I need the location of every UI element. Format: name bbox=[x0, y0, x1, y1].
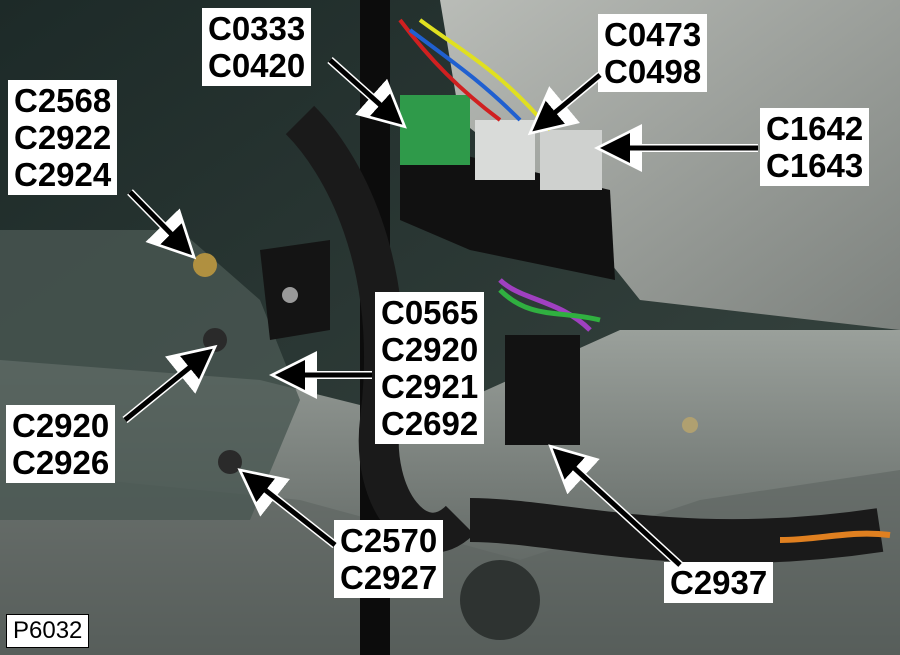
callout-line: C1642 bbox=[766, 110, 864, 147]
callout-line: C2692 bbox=[381, 405, 479, 442]
callout-line: C2924 bbox=[14, 156, 112, 193]
callout-line: C2937 bbox=[670, 564, 768, 601]
callout-line: C2920 bbox=[12, 407, 110, 444]
callout-c2568-c2922-c2924: C2568 C2922 C2924 bbox=[8, 80, 118, 195]
callout-c0565-group: C0565 C2920 C2921 C2692 bbox=[375, 292, 485, 444]
callout-line: C2570 bbox=[340, 522, 438, 559]
callout-line: C2927 bbox=[340, 559, 438, 596]
callout-line: C0473 bbox=[604, 16, 702, 53]
callout-c2920-c2926: C2920 C2926 bbox=[6, 405, 116, 483]
callout-line: C2568 bbox=[14, 82, 112, 119]
callout-line: C0420 bbox=[208, 47, 306, 84]
callout-c0473-c0498: C0473 C0498 bbox=[598, 14, 708, 92]
callout-line: C0565 bbox=[381, 294, 479, 331]
callout-c0333-c0420: C0333 C0420 bbox=[202, 8, 312, 86]
callout-line: C2926 bbox=[12, 444, 110, 481]
callout-c2937: C2937 bbox=[664, 562, 774, 603]
callout-line: C0333 bbox=[208, 10, 306, 47]
figure-id: P6032 bbox=[6, 614, 90, 648]
callout-c1642-c1643: C1642 C1643 bbox=[760, 108, 870, 186]
callout-line: C0498 bbox=[604, 53, 702, 90]
callout-c2570-c2927: C2570 C2927 bbox=[334, 520, 444, 598]
callout-line: C1643 bbox=[766, 147, 864, 184]
callout-line: C2922 bbox=[14, 119, 112, 156]
callout-line: C2920 bbox=[381, 331, 479, 368]
callout-line: C2921 bbox=[381, 368, 479, 405]
